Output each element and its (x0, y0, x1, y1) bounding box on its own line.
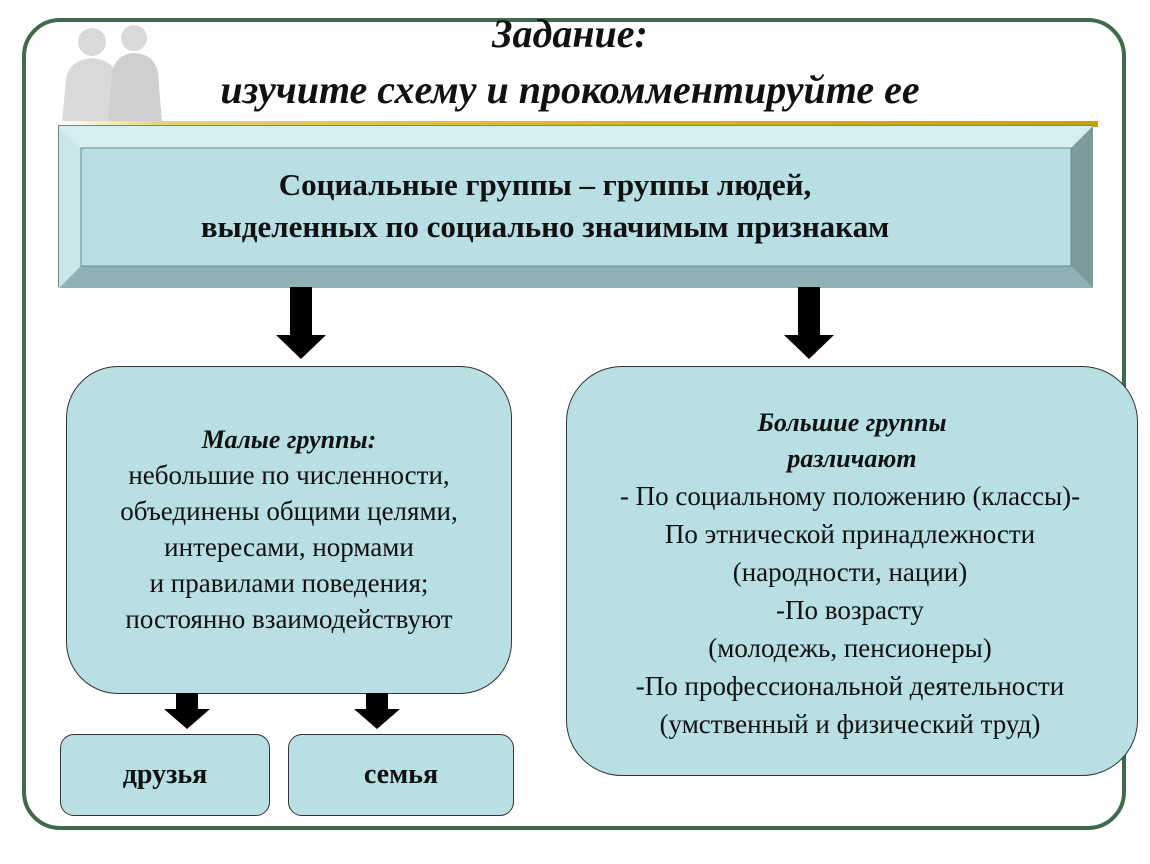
small-groups-line: и правилами поведения; (149, 568, 429, 598)
definition-line-2: выделенных по социально значимым признак… (200, 209, 890, 244)
arrow-down-right-icon (784, 287, 834, 359)
small-groups-line: небольшие по численности, (128, 460, 450, 490)
large-groups-line: (умственный и физический труд) (659, 709, 1041, 739)
accent-line (58, 121, 1098, 127)
business-people-silhouette (62, 25, 162, 124)
large-groups-box: Большие группы различают - По социальном… (566, 366, 1138, 776)
large-groups-subtitle: различают (787, 444, 917, 473)
small-groups-title: Малые группы: (201, 425, 377, 454)
arrow-down-left-icon (276, 287, 326, 359)
large-groups-title: Большие группы (757, 408, 947, 437)
large-groups-line: - По социальному положению (классы)- (619, 481, 1081, 511)
task-heading-title: Задание: (492, 11, 648, 56)
large-groups-line: -По возрасту (776, 595, 924, 625)
large-groups-line: (народности, нации) (732, 557, 968, 587)
large-groups-line: По этнической принадлежности (664, 519, 1036, 549)
definition-box (58, 125, 1093, 288)
friends-label: друзья (122, 759, 208, 790)
family-label: семья (363, 759, 439, 790)
arrow-down-family-icon (354, 693, 400, 729)
small-groups-line: объединены общими целями, (120, 496, 458, 526)
small-groups-box: Малые группы: небольшие по численности, … (66, 366, 512, 694)
task-heading: Задание: изучите схему и прокомментируйт… (120, 6, 1020, 118)
arrow-down-friends-icon (164, 693, 210, 729)
friends-box: друзья (60, 734, 270, 816)
large-groups-line: -По профессиональной деятельности (635, 671, 1065, 701)
task-heading-instruction: изучите схему и прокомментируйте ее (220, 67, 920, 112)
definition-bevel (59, 126, 1093, 288)
small-groups-line: интересами, нормами (164, 532, 414, 562)
definition-line-1: Социальные группы – группы людей, (278, 167, 812, 202)
small-groups-line: постоянно взаимодействуют (125, 604, 453, 634)
definition-text: Социальные группы – группы людей, выделе… (80, 146, 1010, 266)
large-groups-line: (молодежь, пенсионеры) (708, 633, 992, 663)
family-box: семья (288, 734, 514, 816)
